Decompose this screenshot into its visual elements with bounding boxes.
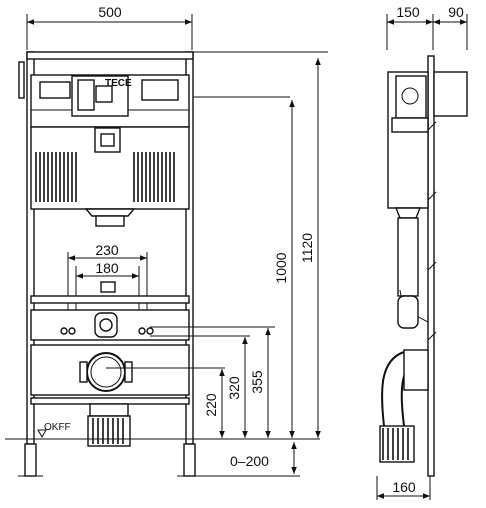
drain-stub-hatch xyxy=(87,415,131,447)
side-view: 150 90 160 xyxy=(376,4,468,500)
spacing-outer-label: 230 xyxy=(95,242,119,258)
side-depth-90-label: 90 xyxy=(448,4,464,20)
adjust-range-label: 0–200 xyxy=(230,453,269,469)
side-base-160-label: 160 xyxy=(392,479,416,495)
height-1120-label: 1120 xyxy=(299,233,315,263)
height-320-label: 320 xyxy=(226,376,242,400)
width-label: 500 xyxy=(98,4,122,20)
height-355-label: 355 xyxy=(249,370,265,394)
hatch-left xyxy=(35,152,77,202)
height-1000-label: 1000 xyxy=(273,252,289,283)
height-220-label: 220 xyxy=(203,393,219,417)
front-view: 500 TECE xyxy=(5,4,320,477)
vertical-dimensions: 1120 1000 355 320 220 0–200 xyxy=(192,51,328,477)
hatch-right xyxy=(133,152,175,202)
spacing-inner-label: 180 xyxy=(95,260,119,276)
side-depth-150-label: 150 xyxy=(396,4,420,20)
floor-reference-label: OKFF xyxy=(44,422,71,433)
brand-logo: TECE xyxy=(105,78,132,89)
